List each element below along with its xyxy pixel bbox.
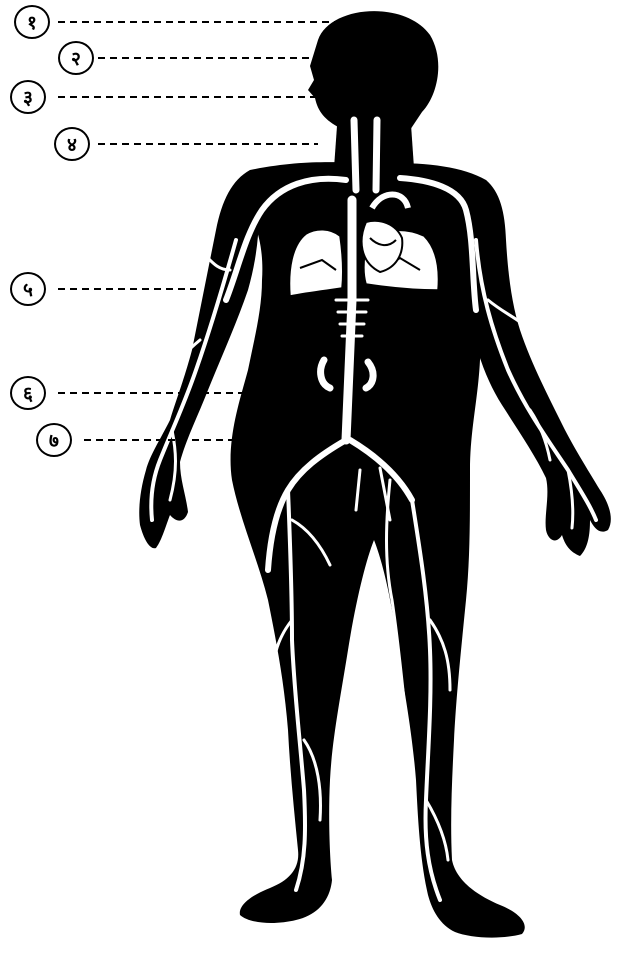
vessel-neck-left	[354, 120, 356, 190]
arm-right	[468, 180, 611, 556]
callout-7: ७	[36, 423, 72, 457]
callout-4: ४	[54, 127, 90, 161]
vessel-neck-right	[376, 120, 377, 190]
callout-6: ६	[10, 376, 46, 410]
callout-1: १	[14, 5, 50, 39]
callout-3: ३	[10, 80, 46, 114]
callout-2: २	[58, 41, 94, 75]
callout-5: ५	[10, 272, 46, 306]
